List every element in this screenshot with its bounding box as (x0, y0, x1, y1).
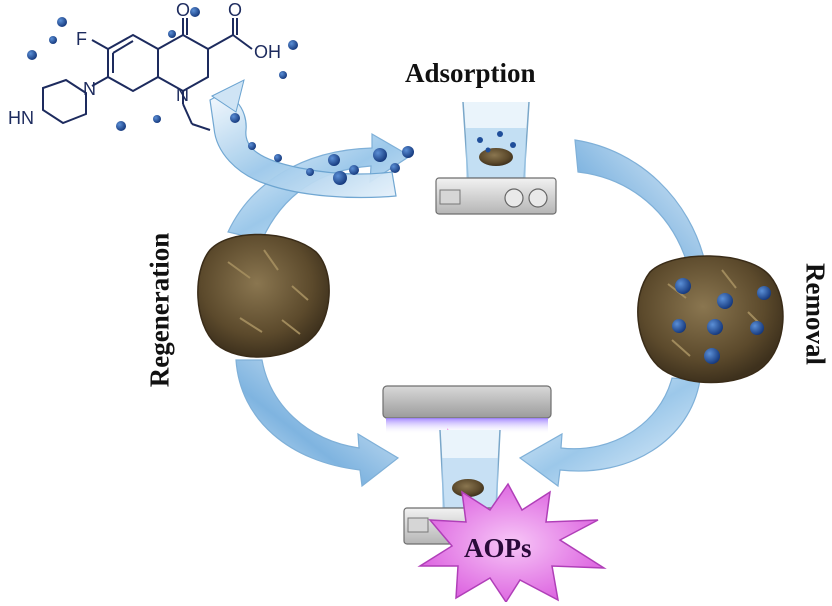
atom-piperazine-nh: HN (8, 108, 34, 128)
pollutant-dots (27, 7, 414, 185)
atom-ring-nitrogen: N (176, 85, 189, 105)
water-arrow-bottom-right (518, 377, 701, 488)
adsorbent-regenerated (197, 233, 330, 358)
uv-lamp (382, 385, 552, 458)
atom-hydroxyl: OH (254, 42, 281, 62)
atom-oxygen-keto: O (176, 0, 190, 20)
regeneration-label: Regeneration (144, 232, 175, 388)
adsorbent-loaded (637, 255, 784, 384)
adsorption-stirrer-setup (435, 101, 557, 215)
norfloxacin-molecule (42, 18, 253, 131)
aops-label: AOPs (464, 533, 532, 563)
water-arrow-bottom-left (235, 359, 400, 488)
atom-piperazine-nitrogen: N (83, 79, 96, 99)
molecule-atom-labels: F O O OH N N HN (8, 0, 281, 128)
removal-label: Removal (800, 263, 831, 365)
inflow-water-stream (209, 79, 397, 199)
atom-oxygen-carboxyl: O (228, 0, 242, 20)
adsorption-label: Adsorption (405, 58, 536, 88)
atom-fluorine: F (76, 29, 87, 49)
